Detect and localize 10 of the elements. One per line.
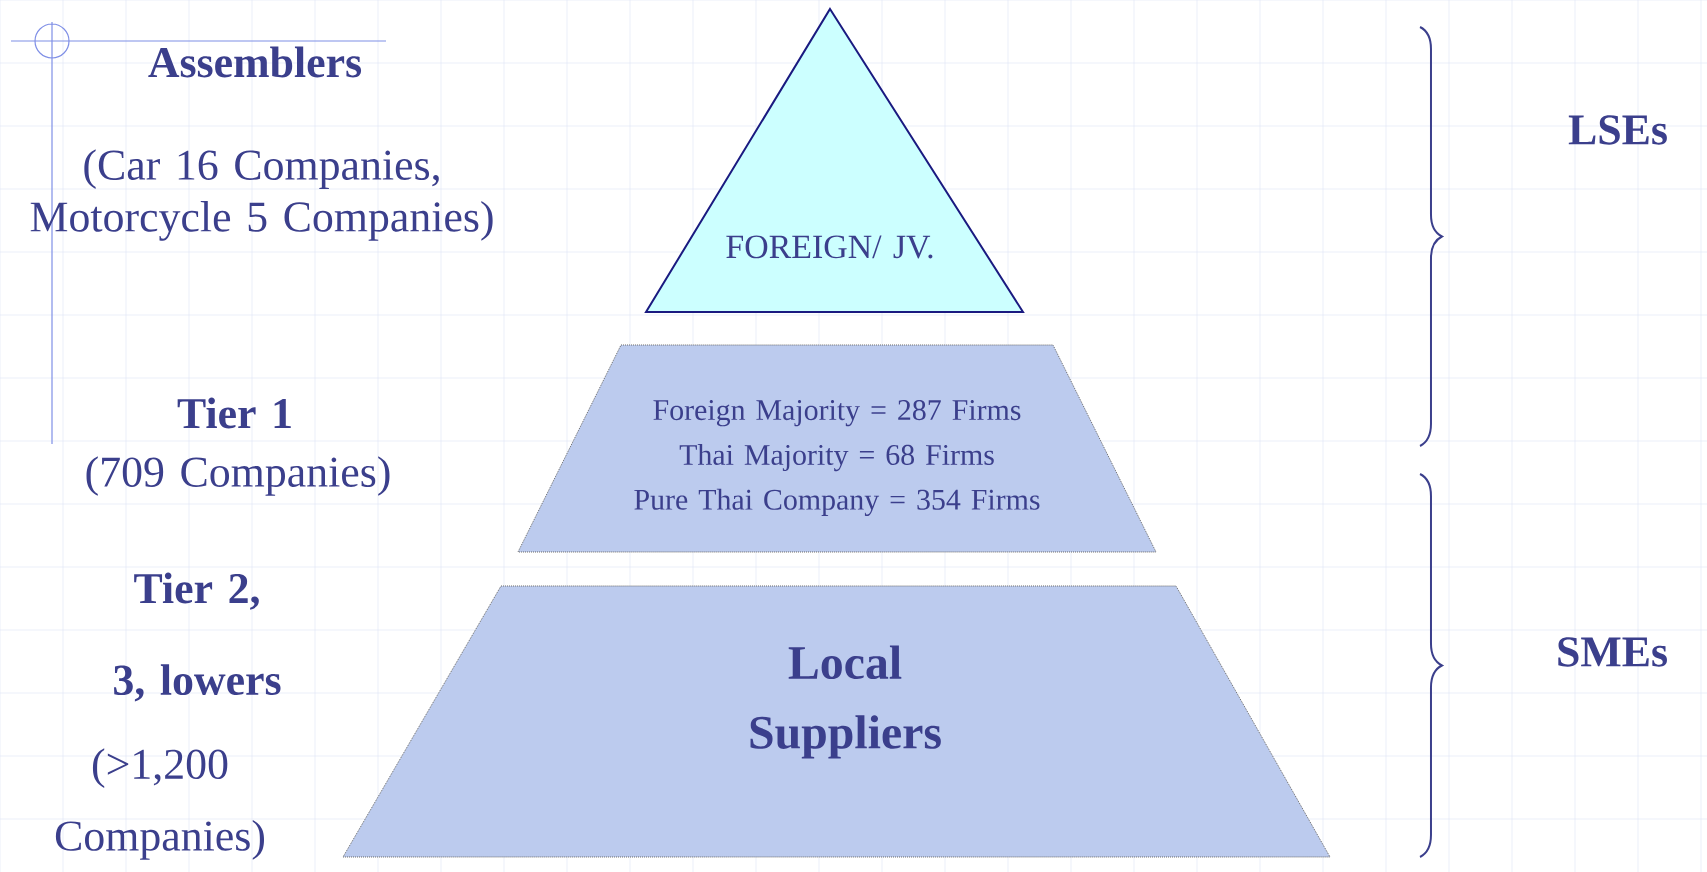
- heading: SMEs: [1558, 637, 1667, 667]
- heading: Tier 2, 3, lowers: [114, 572, 281, 702]
- heading: Assemblers: [148, 46, 362, 78]
- trapezoid: Foreign Majority = 287 Firms Thai Majority = 68 Firms Pure Thai Company = 354 Firms: [517, 344, 1157, 553]
- heading: Tier 1: [177, 397, 291, 429]
- trapezoid: Local Suppliers: [342, 585, 1331, 858]
- note: (Car 16 Companies, Motorcycle 5 Companies): [30, 149, 493, 241]
- note: (>1,200 Companies): [55, 748, 264, 860]
- heading: LSEs: [1568, 115, 1667, 145]
- note: (709 Companies): [86, 456, 390, 496]
